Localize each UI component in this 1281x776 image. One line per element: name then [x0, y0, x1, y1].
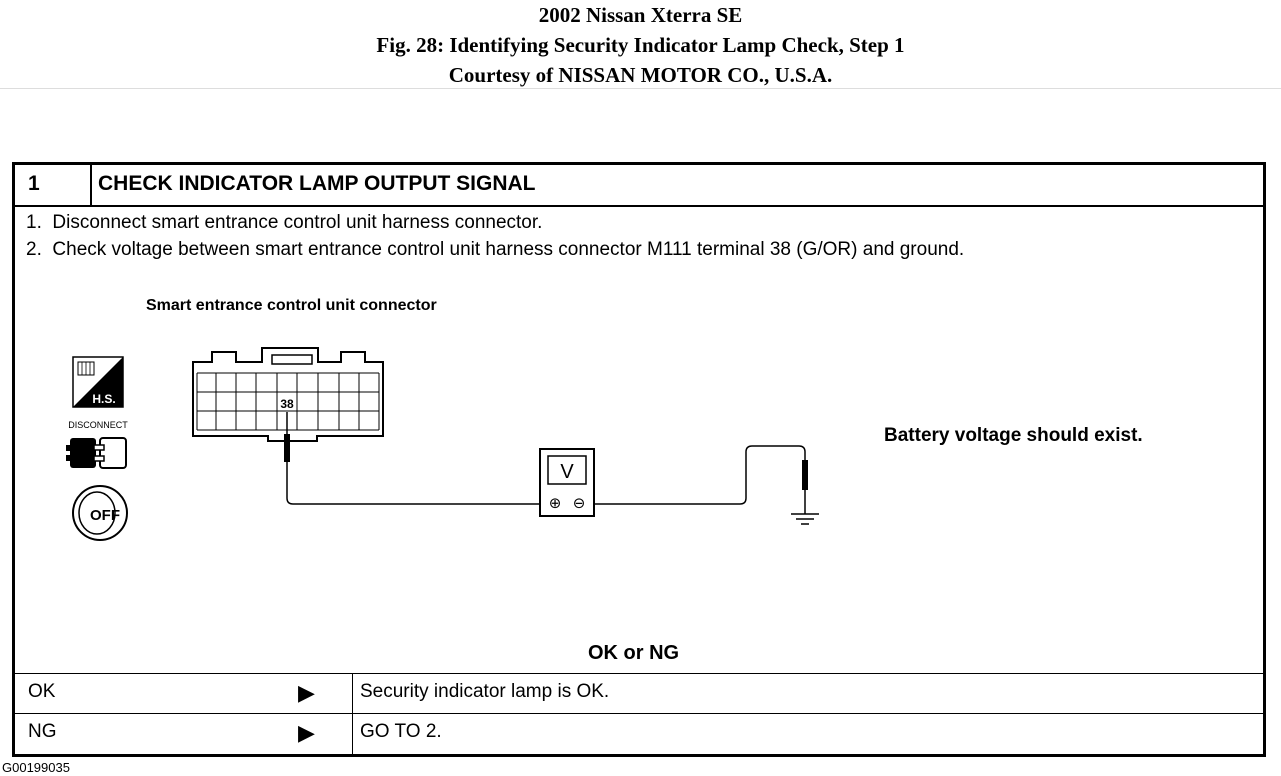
voltmeter: V ⊕ ⊖: [539, 448, 595, 517]
disconnect-icon-text: DISCONNECT: [68, 420, 128, 430]
step-title: CHECK INDICATOR LAMP OUTPUT SIGNAL: [98, 172, 536, 195]
connector-label: Smart entrance control unit connector: [146, 297, 437, 314]
terminal-38-label: 38: [280, 397, 294, 411]
ng-result-text: GO TO 2.: [360, 721, 442, 742]
ignition-off-icon: OFF: [72, 485, 128, 541]
ok-row-top-divider: [14, 673, 1265, 674]
step-number: 1: [28, 172, 40, 195]
figure-caption: Fig. 28: Identifying Security Indicator …: [376, 33, 905, 57]
ground-probe: [594, 445, 808, 514]
positive-probe: [284, 412, 540, 505]
ok-arrow-icon: ▶: [298, 680, 315, 705]
off-icon-text: OFF: [90, 507, 120, 524]
voltmeter-symbol: V: [560, 461, 574, 483]
voltmeter-minus-terminal: ⊖: [573, 494, 586, 512]
ground-symbol: [791, 513, 819, 525]
figure-header: 2002 Nissan Xterra SE Fig. 28: Identifyi…: [0, 0, 1281, 90]
ok-row-bottom-divider: [14, 713, 1265, 714]
instruction-2: 2. Check voltage between smart entrance …: [26, 239, 965, 260]
expected-result-note: Battery voltage should exist.: [884, 425, 1143, 446]
ok-label: OK: [28, 681, 56, 702]
result-column-divider: [352, 673, 353, 755]
figure-code: G00199035: [2, 760, 70, 775]
ok-result-text: Security indicator lamp is OK.: [360, 681, 610, 702]
step-number-divider: [90, 164, 92, 205]
hs-icon-text: H.S.: [92, 392, 115, 406]
step-table: [12, 162, 1266, 757]
instruction-1: 1. Disconnect smart entrance control uni…: [26, 212, 543, 233]
header-divider: [0, 88, 1281, 89]
ng-label: NG: [28, 721, 57, 742]
disconnect-icon: DISCONNECT: [66, 420, 128, 469]
check-prompt: OK or NG: [588, 642, 680, 664]
harness-side-icon: H.S.: [72, 356, 124, 408]
voltmeter-plus-terminal: ⊕: [549, 494, 562, 512]
title-row-divider: [14, 205, 1265, 207]
ng-arrow-icon: ▶: [298, 720, 315, 745]
vehicle-title: 2002 Nissan Xterra SE: [538, 3, 743, 27]
harness-connector: 38: [192, 347, 384, 442]
courtesy-line: Courtesy of NISSAN MOTOR CO., U.S.A.: [448, 63, 833, 87]
